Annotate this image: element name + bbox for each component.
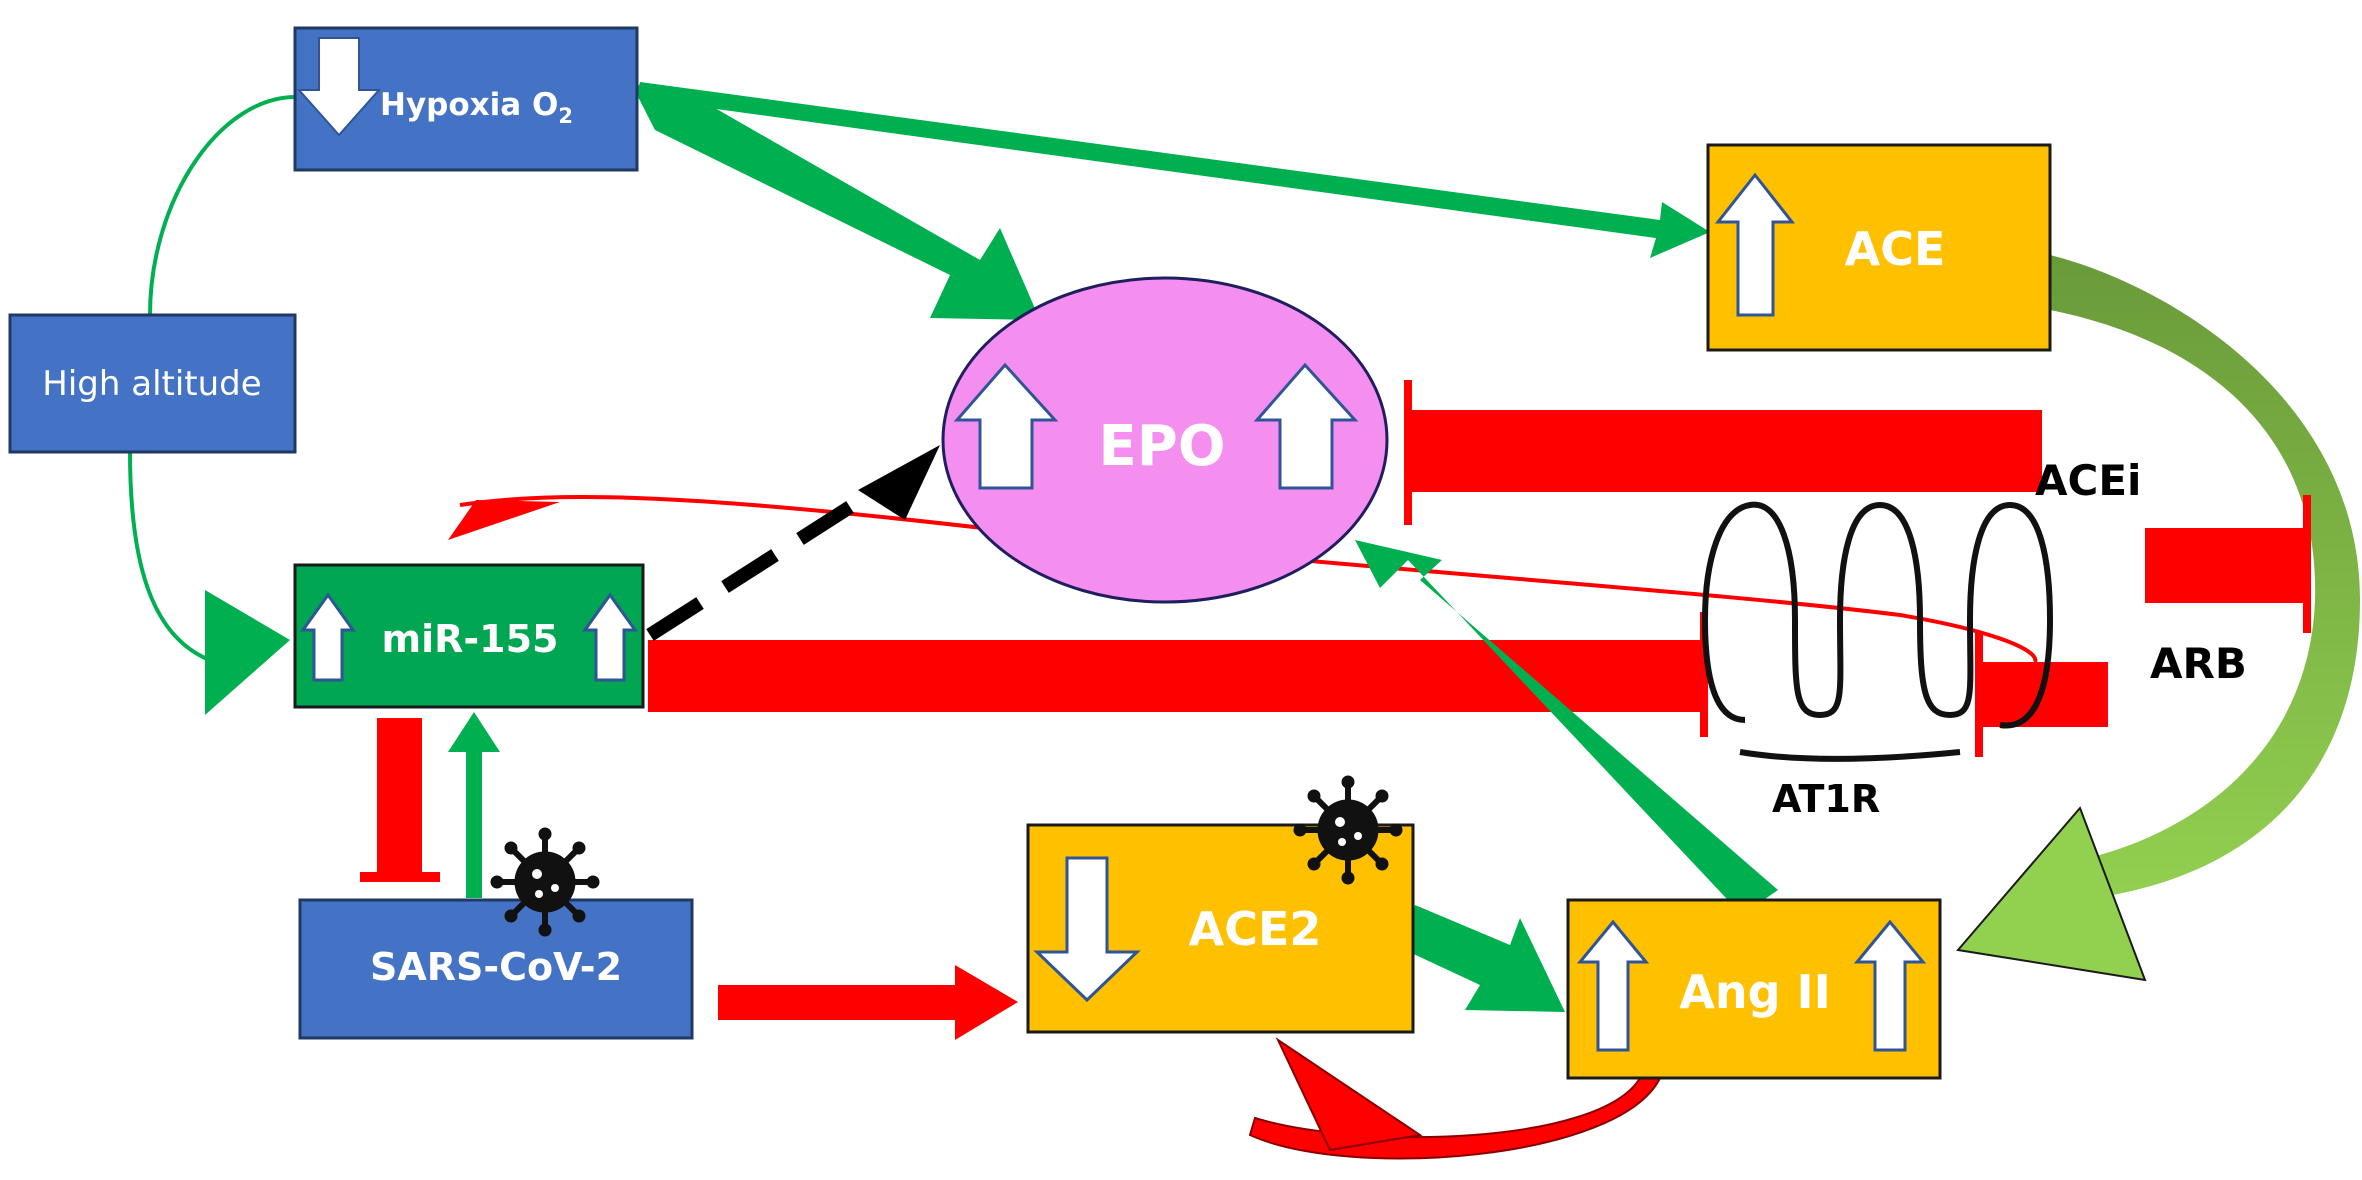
- up-arrow-icon: [1853, 919, 1927, 1052]
- mir155-label: miR-155: [382, 617, 559, 661]
- svg-text:Hypoxia O2: Hypoxia O2: [380, 87, 573, 128]
- sars-to-ace2-arrowhead: [955, 965, 1018, 1040]
- up-arrow-icon: [1253, 362, 1359, 490]
- hypoxia-label: Hypoxia O: [380, 87, 558, 123]
- at1r-receptor-tail: [1739, 749, 1961, 762]
- high-altitude-label: High altitude: [42, 364, 261, 404]
- up-arrow-icon: [582, 592, 638, 682]
- up-arrow-icon: [1714, 172, 1796, 317]
- altitude-to-hypoxia-curve: [148, 94, 299, 316]
- up-arrow-icon: [1576, 919, 1650, 1052]
- sars-to-ace2-shaft: [718, 985, 958, 1020]
- at1r-label: AT1R: [1772, 777, 1880, 821]
- down-arrow-icon: [1033, 856, 1141, 1003]
- altitude-to-mir155-arrowhead: [205, 590, 290, 715]
- at1r-receptor-icon: [1701, 501, 2054, 729]
- ace-to-angii-arrowhead: [1956, 806, 2147, 982]
- arb-right-bar: [2145, 528, 2305, 603]
- mir155-feedback-arrowhead: [448, 500, 560, 540]
- down-arrow-icon: [296, 37, 382, 137]
- angii-label: Ang II: [1679, 965, 1831, 1019]
- mir155-to-epo-dashed-arrow: [646, 501, 854, 641]
- virus-icon: [1293, 775, 1403, 885]
- angii-to-epo-arrow: [1355, 540, 1778, 915]
- sars-activates-mir155-shaft: [466, 748, 482, 898]
- ace-label: ACE: [1845, 222, 1946, 276]
- altitude-to-mir155-curve: [128, 451, 216, 664]
- ace2-label: ACE2: [1189, 902, 1322, 956]
- sars-inhibits-mir155-bar: [377, 718, 422, 878]
- high-altitude-node: High altitude: [8, 313, 297, 454]
- hypoxia-to-ace-arrow: [636, 82, 1710, 258]
- epo-label: EPO: [1099, 414, 1226, 479]
- acei-label: ACEi: [2035, 456, 2141, 505]
- sars-label: SARS-CoV-2: [370, 945, 622, 989]
- sars-node: SARS-CoV-2: [298, 898, 694, 1040]
- angii-to-ace2-arrowhead: [1275, 1037, 1423, 1152]
- mir155-at1r-inhibition-cap: [1700, 612, 1708, 737]
- arb-at1r-cap: [1975, 632, 1983, 757]
- hypoxia-node: Hypoxia O2: [293, 26, 639, 172]
- up-arrow-icon: [300, 592, 356, 682]
- virus-icon: [490, 827, 600, 937]
- arb-label: ARB: [2150, 639, 2247, 688]
- acei-inhibition-cap: [1404, 380, 1412, 525]
- sars-inhibits-mir155-cap: [360, 872, 440, 882]
- mir155-node: miR-155: [293, 563, 645, 709]
- angii-node: Ang II: [1566, 898, 1942, 1080]
- ace-to-angii-curve: [2050, 255, 2360, 900]
- ace2-to-angii-arrow: [1405, 905, 1565, 1012]
- up-arrow-icon: [953, 362, 1059, 490]
- sars-activates-mir155-arrowhead: [448, 712, 500, 752]
- mir155-to-epo-arrowhead: [858, 445, 940, 520]
- hypoxia-subscript: 2: [558, 104, 573, 128]
- arb-right-cap: [2303, 495, 2311, 633]
- hypoxia-to-epo-arrow: [632, 85, 1040, 320]
- epo-node: EPO: [941, 276, 1389, 604]
- ace-node: ACE: [1706, 143, 2052, 352]
- acei-inhibition-bar: [1412, 410, 2042, 492]
